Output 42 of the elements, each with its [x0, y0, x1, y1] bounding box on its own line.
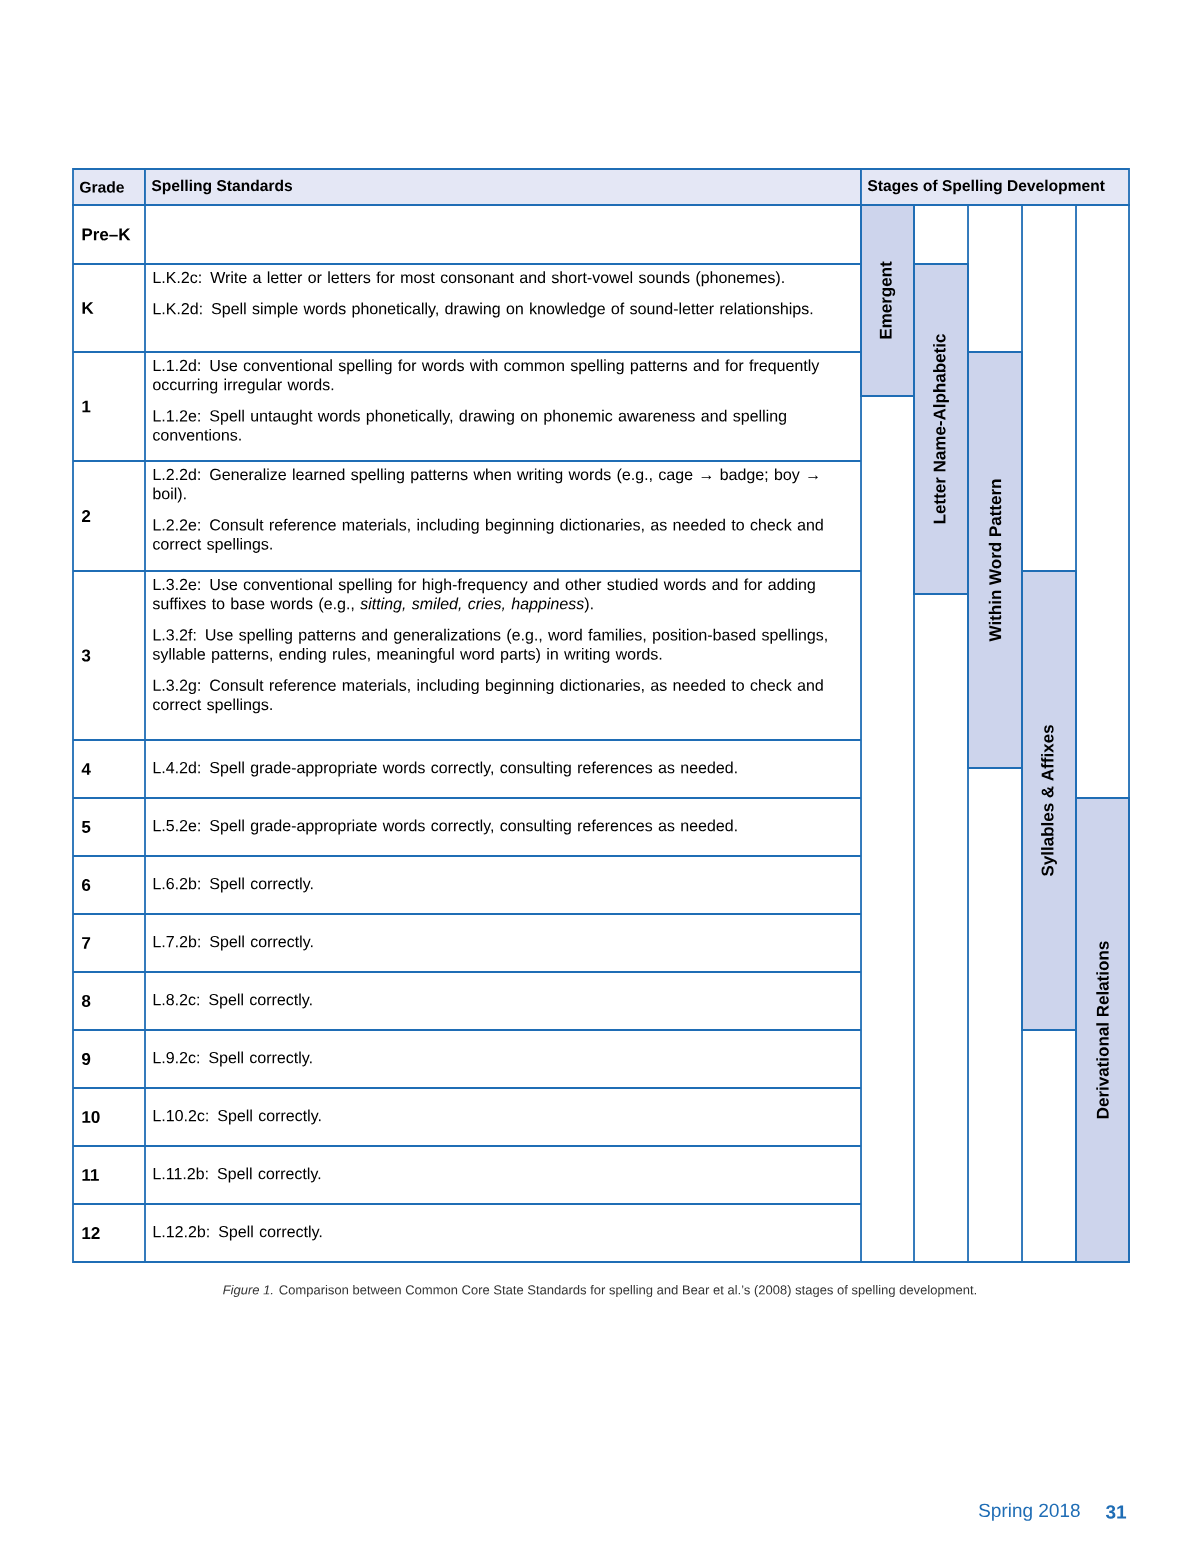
grade-label: 5 [81, 821, 91, 833]
grade-label: Pre–K [82, 228, 131, 241]
stage-bar: Within Word Pattern [967, 351, 1023, 769]
grade-label: 9 [82, 1053, 91, 1065]
grade-label: 11 [82, 1169, 99, 1181]
grade-label: 2 [82, 510, 91, 522]
stage-bar: Derivational Relations [1075, 797, 1130, 1263]
page-number: 31 [1105, 1505, 1127, 1519]
grade-label: 3 [81, 649, 91, 662]
standard-text: L.2.2d: Generalize learned spelling patterns when writing words (e.g., cage → badge; boy → boil). [153, 468, 818, 503]
grade-label: 4 [81, 763, 91, 775]
grade-label: 6 [82, 879, 91, 891]
grade-label: 10 [82, 1111, 100, 1123]
stage-bar: Emergent [860, 204, 915, 397]
header-text: Spelling Standards [151, 179, 293, 195]
standard-text: L.1.2e: Spell untaught words phonetically, drawing on phonemic awareness and spelling conventions. [153, 409, 786, 441]
standard-text: L.4.2d: Spell grade-appropriate words correctly, consulting references as needed. [153, 761, 737, 777]
standard-text: L.1.2d: Use conventional spelling for words with common spelling patterns and for frequently occurring irregular words. [153, 359, 820, 394]
header-text: Grade [80, 181, 124, 193]
standard-text: L.2.2e: Consult reference materials, including beginning dictionaries, as needed to check and correct spellings. [153, 518, 823, 553]
standard-text: L.9.2c: Spell correctly. [153, 1051, 312, 1067]
issue-date: Spring 2018 [979, 1503, 1080, 1521]
standard-text: L.3.2g: Consult reference materials, including beginning dictionaries, as needed to check and correct spellings. [153, 679, 823, 714]
grade-label: 12 [82, 1227, 100, 1239]
standard-text: L.3.2f: Use spelling patterns and generalizations (e.g., word families, position-based spellings, syllable patterns, ending rules, meaningful word parts) in writing words. [152, 628, 827, 663]
standard-text: L.7.2b: Spell correctly. [153, 935, 313, 951]
standard-text: L.K.2d: Spell simple words phonetically, drawing on knowledge of sound-letter relationships. [153, 302, 813, 318]
stage-bar: Syllables & Affixes [1021, 570, 1077, 1031]
standard-text: L.5.2e: Spell grade-appropriate words correctly, consulting references as needed. [153, 819, 737, 835]
stage-bar: Letter Name-Alphabetic [913, 263, 969, 595]
grade-label: K [82, 302, 94, 314]
grade-label: 8 [81, 995, 91, 1007]
standard-text: L.10.2c: Spell correctly. [153, 1109, 321, 1125]
caption: Figure 1. Comparison between Common Core State Standards for spelling and Bear et al.’s (2008) stages of spelling development. [223, 1284, 976, 1298]
standard-text: L.3.2e: Use conventional spelling for high-frequency and other studied words and for adding suffixes to base words (e.g., sitting, smiled, cries, happiness). [152, 578, 815, 613]
standard-text: L.8.2c: Spell correctly. [153, 993, 312, 1009]
standard-text: L.12.2b: Spell correctly. [153, 1225, 322, 1241]
standard-text: L.6.2b: Spell correctly. [153, 877, 313, 893]
grade-label: 1 [82, 400, 91, 413]
standard-text: L.K.2c: Write a letter or letters for most consonant and short-vowel sounds (phonemes). [153, 271, 784, 287]
grade-label: 7 [82, 937, 91, 949]
standard-text: L.11.2b: Spell correctly. [153, 1167, 321, 1183]
